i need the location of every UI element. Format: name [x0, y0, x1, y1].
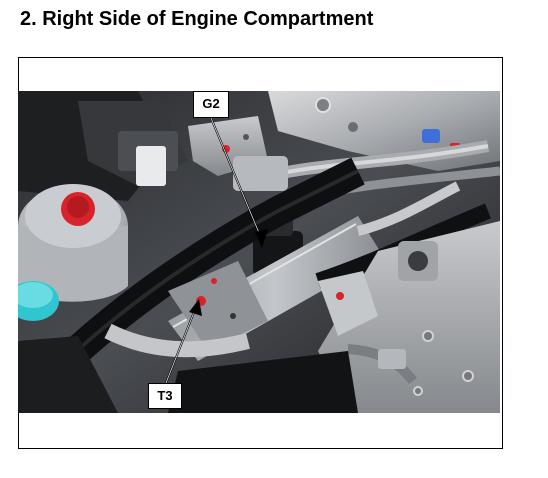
callout-t3: T3 [148, 383, 182, 409]
section-heading: 2. Right Side of Engine Compartment [20, 8, 374, 30]
callout-g2: G2 [193, 91, 229, 118]
engine-compartment-photo [18, 91, 500, 413]
